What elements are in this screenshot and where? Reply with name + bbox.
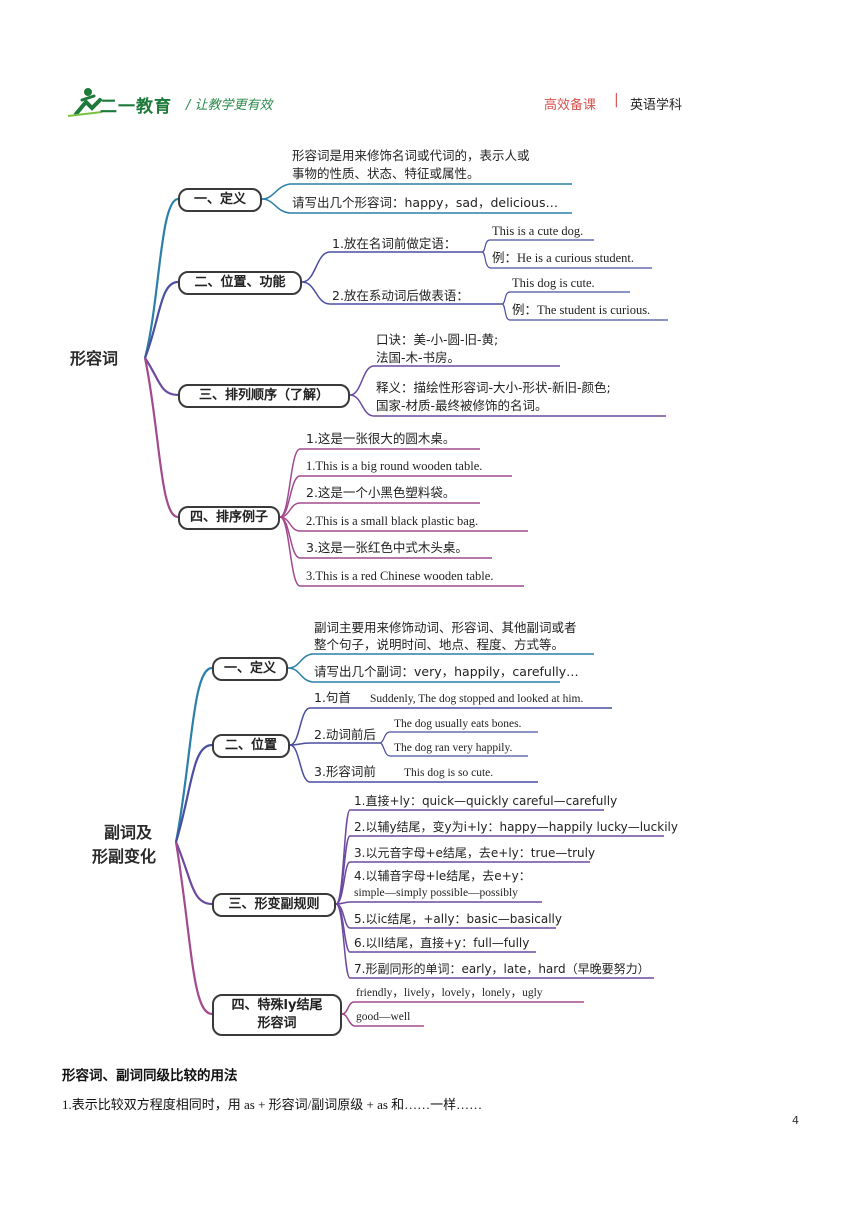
map2-node-rules: 三、形变副规则 [212, 893, 336, 917]
map2-def-line1: 副词主要用来修饰动词、形容词、其他副词或者 [314, 620, 577, 635]
map2-special-label-1: 四、特殊ly结尾 [231, 998, 323, 1013]
map2-rule-3: 3.以元音字母+e结尾，去e+ly：true—truly [354, 846, 596, 860]
map1-def-line2: 事物的性质、状态、特征或属性。 [292, 166, 480, 181]
map2-root-line2: 形副变化 [92, 847, 157, 866]
comparison-rule-1: 1.表示比较双方程度相同时，用 as + 形容词/副词原级 + as 和……一样… [62, 1097, 483, 1112]
page-number: 4 [792, 1114, 799, 1127]
map1-order-meaning1: 释义：描绘性形容词-大小-形状-新旧-颜色; [376, 380, 611, 395]
map2-special-good-well: good—well [356, 1011, 411, 1023]
map2-rule-4b: simple—simply possible—possibly [354, 887, 518, 899]
map1-node-definition: 一、定义 [178, 188, 262, 212]
map1-example-3-en: 3.This is a red Chinese wooden table. [306, 569, 494, 583]
map1-pos-pred-ex2: 例：The student is curious. [512, 303, 651, 317]
map2-pos-verb-ex2: The dog ran very happily. [394, 742, 513, 754]
map2-rule-2: 2.以辅y结尾，变y为i+ly：happy—happily lucky—luck… [354, 820, 678, 834]
map2-node-position: 二、位置 [212, 734, 290, 758]
map2-pos-around-verb: 2.动词前后 [314, 727, 376, 742]
map1-example-2-en: 2.This is a small black plastic bag. [306, 514, 479, 528]
map1-def-examples: 请写出几个形容词：happy，sad，delicious… [292, 195, 558, 210]
map1-order-mnemonic2: 法国-木-书房。 [376, 350, 461, 365]
map2-special-adjs: friendly，lively，lovely，lonely，ugly [356, 987, 543, 999]
map2-def-examples: 请写出几个副词：very，happily，carefully… [314, 664, 579, 679]
map1-node-examples: 四、排序例子 [178, 506, 280, 530]
header-separator: | [614, 92, 619, 108]
map2-rule-7: 7.形副同形的单词：early，late，hard（早晚要努力） [354, 962, 650, 976]
section-title: 形容词、副词同级比较的用法 [62, 1068, 238, 1084]
map2-rule-1: 1.直接+ly：quick—quickly careful—carefully [354, 794, 618, 808]
map1-def-line1: 形容词是用来修饰名词或代词的，表示人或 [292, 148, 530, 163]
map1-example-1-zh: 1.这是一张很大的圆木桌。 [306, 431, 456, 446]
logo-text: 二一教育 [100, 97, 172, 117]
header-label-prep: 高效备课 [544, 98, 597, 113]
map1-example-1-en: 1.This is a big round wooden table. [306, 459, 483, 473]
map1-node-position: 二、位置、功能 [178, 271, 302, 295]
map2-node-definition: 一、定义 [212, 657, 288, 681]
map1-order-mnemonic1: 口诀：美-小-圆-旧-黄; [376, 332, 499, 347]
logo-runner-icon [67, 88, 103, 117]
slogan: / 让教学更有效 [186, 98, 273, 113]
map2-rule-6: 6.以ll结尾，直接+y：full—fully [354, 936, 530, 950]
map2-rule-4a: 4.以辅音字母+le结尾，去e+y： [354, 869, 531, 883]
map1-pos-attributive: 1.放在名词前做定语： [332, 236, 457, 251]
map1-root: 形容词 [70, 349, 119, 368]
map2-pos-sentence-start: 1.句首 [314, 690, 351, 705]
map2-pos-adj-ex: This dog is so cute. [404, 767, 494, 779]
map2-root-line1: 副词及 [104, 823, 153, 842]
map2-node-special: 四、特殊ly结尾 形容词 [212, 994, 342, 1036]
map1-order-meaning2: 国家-材质-最终被修饰的名词。 [376, 398, 548, 413]
map1-pos-pred-ex1: This dog is cute. [512, 276, 595, 290]
map2-pos-verb-ex1: The dog usually eats bones. [394, 718, 522, 730]
map1-node-order: 三、排列顺序（了解） [178, 384, 350, 408]
map2-pos-before-adj: 3.形容词前 [314, 764, 376, 779]
map2-def-line2: 整个句子，说明时间、地点、程度、方式等。 [314, 637, 565, 652]
map2-pos-start-ex: Suddenly, The dog stopped and looked at … [370, 693, 584, 705]
map2-special-label-2: 形容词 [257, 1016, 297, 1031]
map1-example-2-zh: 2.这是一个小黑色塑料袋。 [306, 485, 456, 500]
map2-rule-5: 5.以ic结尾，+ally：basic—basically [354, 912, 562, 926]
map1-pos-attr-ex1: This is a cute dog. [492, 224, 584, 238]
header-label-subject: 英语学科 [630, 98, 683, 113]
map1-pos-attr-ex2: 例：He is a curious student. [492, 251, 634, 265]
map1-example-3-zh: 3.这是一张红色中式木头桌。 [306, 540, 468, 555]
map1-pos-predicative: 2.放在系动词后做表语： [332, 288, 469, 303]
